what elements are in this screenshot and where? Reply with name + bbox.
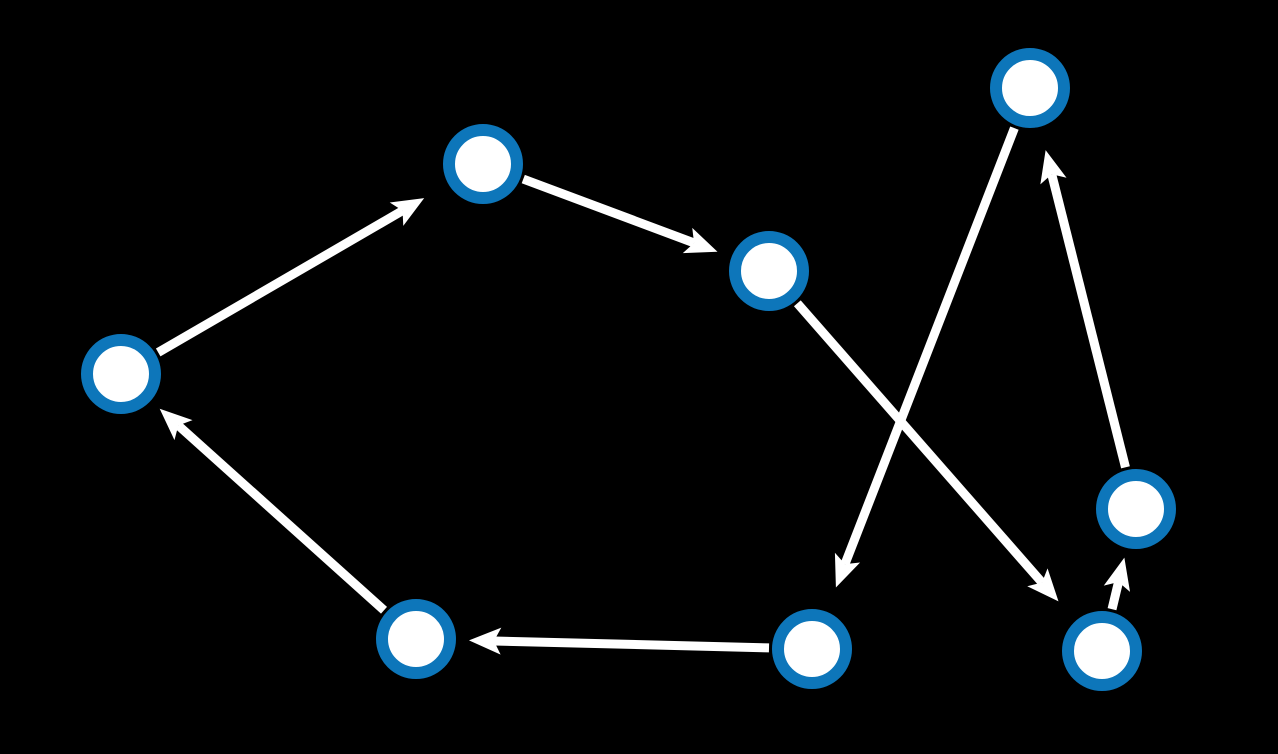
edge-shaft	[1107, 580, 1123, 611]
graph-node-upper-left	[443, 124, 523, 204]
edge-arrowhead-icon	[468, 627, 502, 655]
graph-node-bottom-middle	[772, 609, 852, 689]
edge-arrowhead-icon	[1040, 150, 1067, 185]
edge-arrowhead-icon	[159, 408, 193, 441]
edge-arrowhead-icon	[682, 227, 718, 254]
graph-node-right	[1096, 469, 1176, 549]
graph-edge-center-to-bottom-right	[793, 300, 1059, 602]
edge-shaft	[1047, 173, 1130, 469]
graph-node-bottom-right	[1062, 611, 1142, 691]
graph-node-top-right	[990, 48, 1070, 128]
edge-shaft	[175, 422, 388, 614]
edge-arrowhead-icon	[389, 198, 425, 226]
graph-edge-upper-left-to-center	[521, 174, 718, 254]
edge-arrowhead-icon	[1103, 557, 1131, 592]
graph-node-bottom-left	[376, 599, 456, 679]
graph-node-center	[729, 231, 809, 311]
graph-edge-right-to-top-right	[1040, 150, 1130, 469]
edge-arrowhead-icon	[834, 552, 861, 588]
edge-shaft	[493, 636, 770, 653]
edge-shaft	[793, 300, 1046, 586]
edge-shaft	[155, 206, 405, 357]
graph-edge-left-to-upper-left	[155, 198, 425, 357]
graph-edge-bottom-middle-to-bottom-left	[468, 627, 770, 655]
graph-edge-bottom-left-to-left	[159, 408, 388, 614]
graph-edge-bottom-right-to-right	[1103, 557, 1131, 611]
edge-shaft	[840, 126, 1019, 566]
graph-node-left	[81, 334, 161, 414]
edge-shaft	[521, 174, 696, 248]
edge-arrowhead-icon	[1027, 568, 1059, 602]
graph-edge-top-right-to-bottom-middle	[834, 126, 1019, 588]
